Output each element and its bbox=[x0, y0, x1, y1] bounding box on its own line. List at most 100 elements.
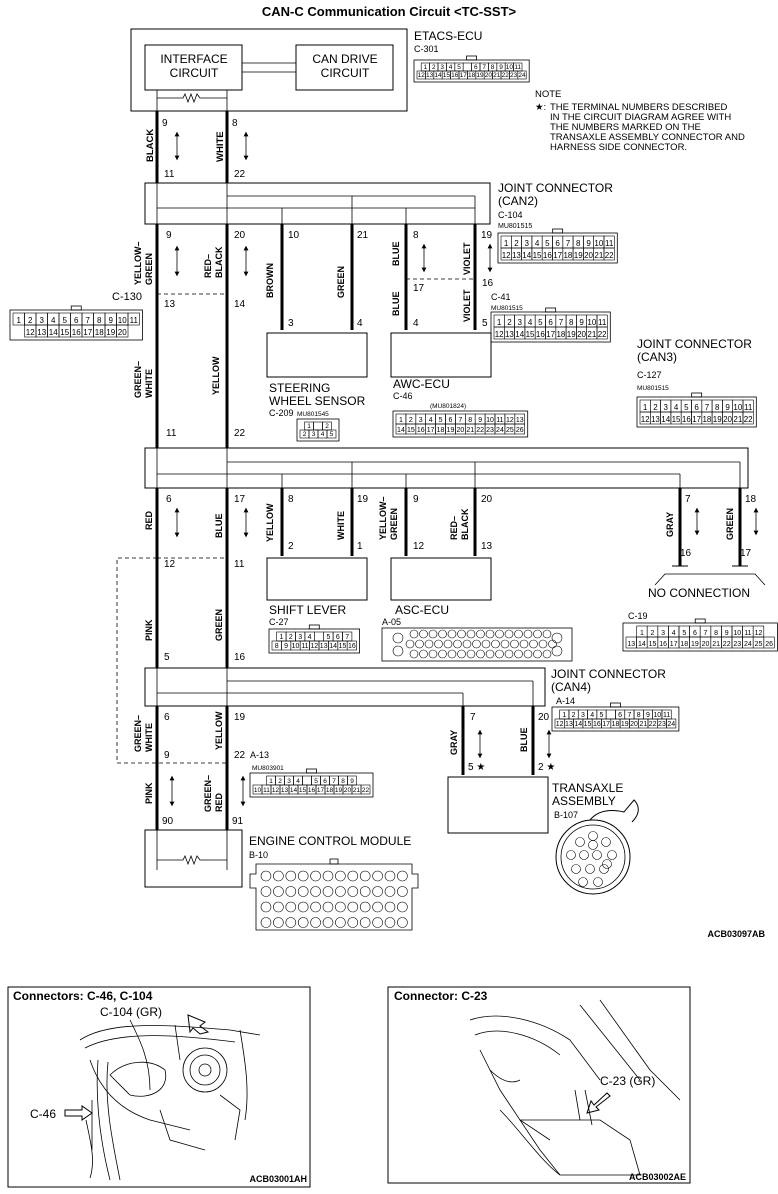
connector-pin-number: 8 bbox=[576, 239, 581, 248]
connector-pin-number: 10 bbox=[733, 403, 742, 412]
ecm-code: B-10 bbox=[249, 850, 268, 860]
connector-pin bbox=[481, 639, 491, 649]
awc-name: AWC-ECU bbox=[393, 377, 450, 391]
pin-label: 16 bbox=[482, 278, 494, 289]
connector-pin-number: 3 bbox=[525, 239, 530, 248]
pin-label: 17 bbox=[740, 548, 752, 559]
shift-lever-code: C-27 bbox=[269, 617, 289, 627]
connector-pin-number: 16 bbox=[543, 251, 552, 260]
connector-pin-number: 22 bbox=[605, 251, 614, 260]
connector-pin bbox=[447, 629, 457, 639]
connector-pin-number: 2 bbox=[409, 417, 413, 424]
connector-pin-number: 14 bbox=[397, 427, 405, 434]
connector-pin-number: 10 bbox=[594, 239, 603, 248]
connector-pin-number: 20 bbox=[630, 721, 638, 728]
dashboard-drawing bbox=[64, 1014, 261, 1181]
connector-pin-number: 22 bbox=[362, 787, 370, 794]
connector-cell bbox=[603, 247, 615, 261]
pin-label: 9 bbox=[413, 494, 419, 505]
pin-label: 20 bbox=[538, 712, 550, 723]
connector-pin bbox=[438, 649, 447, 659]
pin-label: 3 bbox=[288, 318, 294, 329]
pin-label: 11 bbox=[166, 428, 177, 439]
connector-pin-number: 21 bbox=[466, 427, 474, 434]
connector-pin-number: 3 bbox=[581, 712, 585, 719]
connector-pin bbox=[504, 629, 514, 639]
connector-pin-number: 10 bbox=[733, 630, 741, 637]
connector-pin-number: 1 bbox=[562, 712, 566, 719]
connector-pin-number: 3 bbox=[661, 630, 665, 637]
note-line-2: IN THE CIRCUIT DIAGRAM AGREE WITH bbox=[550, 112, 731, 123]
connector-pin-number: 6 bbox=[694, 403, 699, 412]
connector-pin-number: 8 bbox=[715, 403, 720, 412]
connector-pin bbox=[310, 870, 321, 882]
connector-pin-number: 21 bbox=[712, 641, 720, 648]
connector-pin-number: 15 bbox=[649, 641, 657, 648]
connector-pin-number: 16 bbox=[536, 330, 545, 339]
connector-pin-number: 3 bbox=[419, 417, 423, 424]
note-line-3: THE NUMBERS MARKED ON THE bbox=[550, 122, 701, 133]
connector-pin bbox=[273, 870, 284, 882]
connector-pin-number: 21 bbox=[587, 330, 596, 339]
connector-pin-number: 23 bbox=[486, 427, 494, 434]
wire-color-label: WHITE bbox=[144, 723, 154, 752]
wire-color-label: GREEN bbox=[214, 609, 224, 641]
connector-pin-number: 19 bbox=[567, 330, 576, 339]
etacs-ecu-code: C-301 bbox=[414, 44, 439, 54]
connector-pin bbox=[335, 886, 346, 897]
wire-color-label: VIOLET bbox=[462, 289, 472, 322]
connector-pin bbox=[607, 850, 617, 860]
c41-part: MU801515 bbox=[491, 305, 523, 312]
connector-pin-number: 4 bbox=[429, 417, 433, 424]
connector-pin-number: 4 bbox=[321, 431, 325, 438]
connector-pin-number: 22 bbox=[598, 330, 607, 339]
connector-pin-number: 16 bbox=[308, 787, 316, 794]
connector-pin-number: 4 bbox=[672, 630, 676, 637]
connector-pin-number: 9 bbox=[499, 64, 503, 71]
connector-pin bbox=[588, 840, 598, 850]
connector-pin bbox=[533, 629, 542, 639]
connector-pin-number: 11 bbox=[301, 643, 308, 650]
connector-pin-number: 13 bbox=[426, 72, 434, 79]
connector-pin bbox=[428, 649, 438, 659]
steering-code: C-209 bbox=[269, 408, 294, 418]
connector-pin-number: 6 bbox=[548, 318, 553, 327]
connector-pin bbox=[397, 886, 408, 897]
connector-pin-number: 22 bbox=[723, 641, 731, 648]
engine-control-module-box bbox=[144, 829, 243, 888]
wire-color-label: BLACK bbox=[460, 508, 470, 540]
connector-lock-tab bbox=[545, 307, 557, 313]
connector-pin-number: 6 bbox=[693, 630, 697, 637]
connector-pin-number: 2 bbox=[514, 239, 519, 248]
transaxle-round-connector bbox=[555, 799, 639, 895]
connector-pin-number: 2 bbox=[303, 431, 307, 438]
interface-circuit-label-2: CIRCUIT bbox=[170, 66, 219, 80]
wire-color-label: BLUE bbox=[391, 292, 401, 317]
connector-pin bbox=[438, 629, 447, 639]
connector-pin bbox=[519, 639, 529, 649]
connector-pin-number: 15 bbox=[533, 251, 542, 260]
connector-pin bbox=[415, 639, 424, 649]
connector-pin bbox=[457, 629, 466, 639]
connector-pin-number: 15 bbox=[443, 72, 451, 79]
connector-pin-number: 7 bbox=[86, 316, 91, 325]
pin-label: 21 bbox=[357, 230, 369, 241]
connector-cell bbox=[596, 326, 608, 340]
connector-pin-number: 17 bbox=[460, 72, 468, 79]
connector-pin bbox=[335, 917, 346, 928]
connector-pin-number: 13 bbox=[320, 643, 328, 650]
etacs-ecu-name: ETACS-ECU bbox=[414, 29, 482, 43]
connector-pin bbox=[447, 649, 457, 659]
connector-pin bbox=[548, 639, 557, 649]
connector-pin-number: 5 bbox=[439, 417, 443, 424]
interface-circuit-box bbox=[144, 44, 243, 91]
wire-color-label: WHITE bbox=[144, 369, 154, 398]
connector-pin bbox=[588, 831, 598, 841]
connector-pin bbox=[384, 917, 396, 928]
steering-part: MU801545 bbox=[297, 411, 329, 418]
connector-pin bbox=[359, 870, 371, 882]
connector-pin-number: 15 bbox=[299, 787, 307, 794]
